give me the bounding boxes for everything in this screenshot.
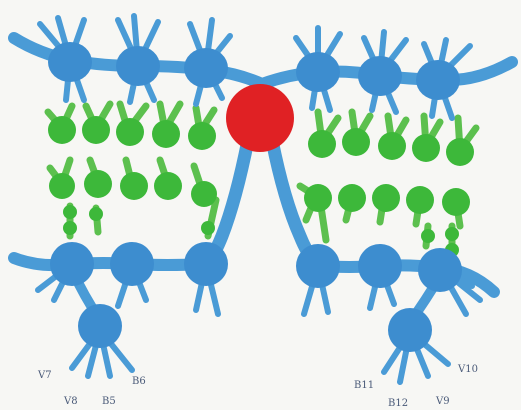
label-b6: B6 — [132, 376, 146, 387]
green-node — [63, 205, 77, 219]
green-node — [406, 186, 434, 214]
blue-node — [296, 244, 340, 288]
green-node — [84, 170, 112, 198]
green-node — [442, 188, 470, 216]
blue-node — [358, 56, 402, 96]
green-node — [342, 128, 370, 156]
green-node — [201, 221, 215, 235]
blue-node — [296, 52, 340, 92]
label-b11: B11 — [354, 380, 374, 391]
green-node — [446, 138, 474, 166]
blue-node — [116, 46, 160, 86]
blue-node — [110, 242, 154, 286]
green-node — [120, 172, 148, 200]
blue-node — [184, 48, 228, 88]
green-node — [116, 118, 144, 146]
green-node — [372, 184, 400, 212]
green-node — [445, 227, 459, 241]
green-node — [338, 184, 366, 212]
green-node — [82, 116, 110, 144]
blue-node — [416, 60, 460, 100]
green-node — [308, 130, 336, 158]
green-node — [378, 132, 406, 160]
green-node — [188, 122, 216, 150]
label-v7: V7 — [37, 370, 52, 381]
green-node — [48, 116, 76, 144]
green-node — [154, 172, 182, 200]
blue-node — [78, 304, 122, 348]
blue-node — [388, 308, 432, 352]
blue-node — [184, 242, 228, 286]
label-v8: V8 — [63, 396, 78, 407]
label-v9: V9 — [435, 396, 450, 407]
green-node — [421, 229, 435, 243]
label-v10: V10 — [457, 364, 478, 375]
label-b5: B5 — [102, 396, 116, 407]
green-node — [49, 173, 75, 199]
node-labels: V7 V8 B5 B6 B11 B12 V9 V10 — [37, 364, 478, 409]
green-node — [412, 134, 440, 162]
blue-node — [50, 242, 94, 286]
blue-node — [358, 244, 402, 288]
green-node — [191, 181, 217, 207]
blue-node — [48, 42, 92, 82]
label-b12: B12 — [388, 398, 408, 409]
green-node — [152, 120, 180, 148]
green-node — [63, 221, 77, 235]
green-node — [89, 207, 103, 221]
red-central-node — [226, 84, 294, 152]
blue-node — [418, 248, 462, 292]
green-node — [304, 184, 332, 212]
